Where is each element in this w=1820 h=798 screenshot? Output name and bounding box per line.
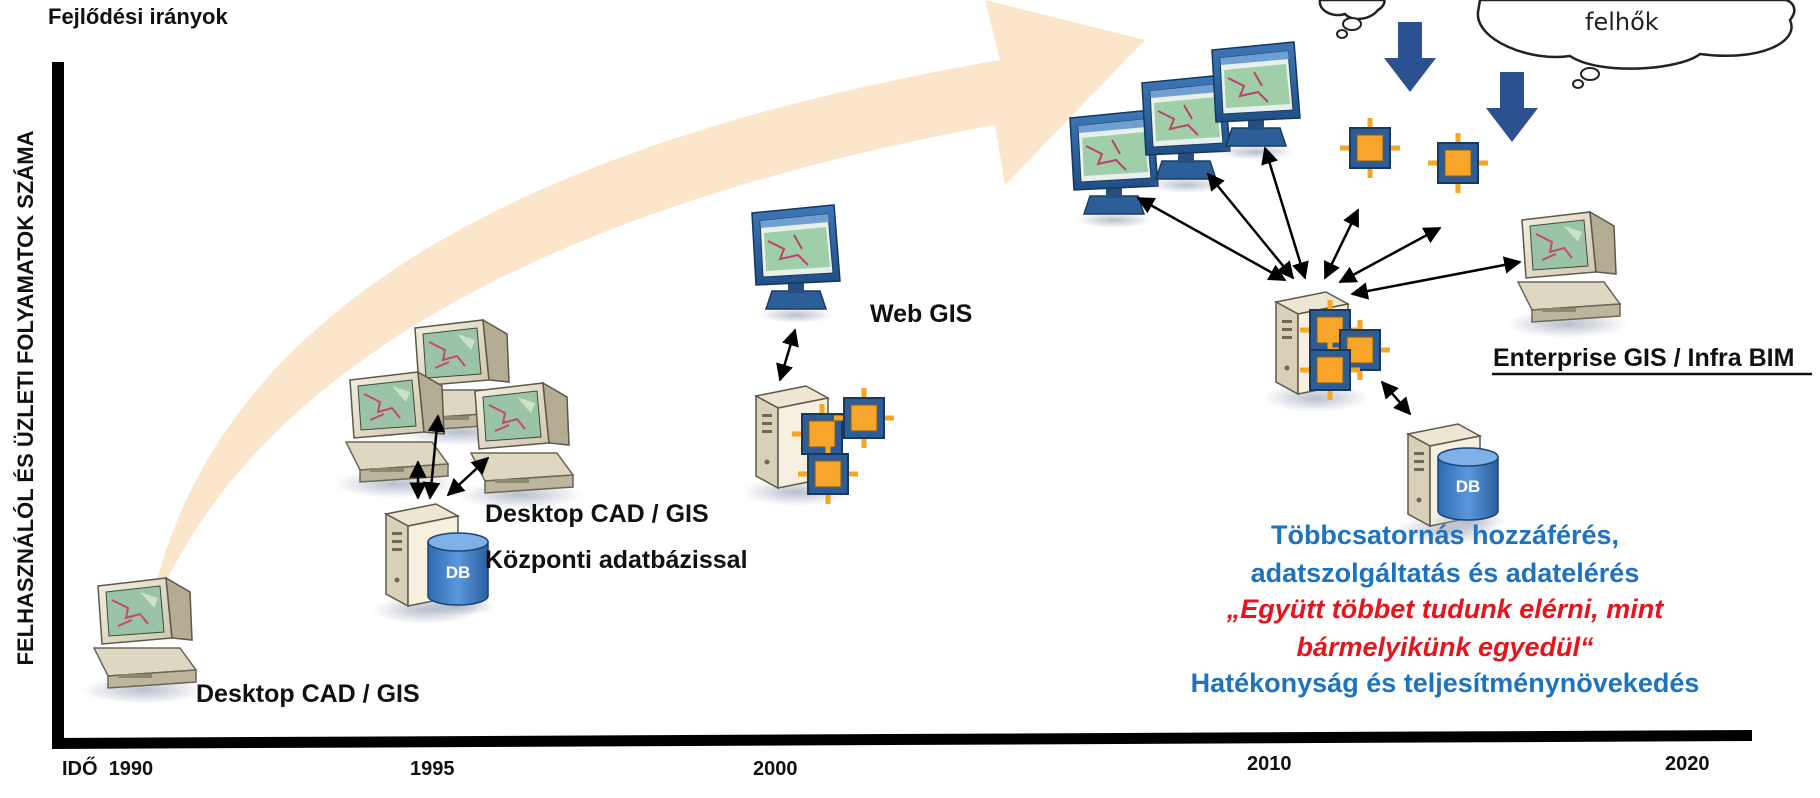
benefit-line-2: adatszolgáltatás és adatelérés	[1250, 558, 1640, 588]
stage-enterprise-label: Enterprise GIS / Infra BIM	[1493, 344, 1795, 372]
node-icon	[1340, 118, 1400, 178]
x-axis-label: IDŐ 1990	[62, 758, 153, 781]
x-tick-1995: 1995	[410, 758, 455, 780]
cloud-label: felhők	[1585, 8, 1659, 36]
y-axis-label: FELHASZNÁLÓL ÉS ÜZLETI FOLYAMATOK SZÁMA	[13, 130, 38, 666]
x-tick-2010: 2010	[1247, 753, 1292, 775]
y-axis-line	[52, 62, 64, 747]
stage-desktop-label: Desktop CAD / GIS	[196, 680, 420, 708]
down-arrow-1	[1384, 22, 1436, 92]
page-title: Fejlődési irányok	[48, 4, 228, 29]
stage-central-label-1: Desktop CAD / GIS	[485, 500, 709, 528]
benefit-line-1: Többcsatornás hozzáférés,	[1270, 520, 1620, 550]
node-icon	[834, 388, 894, 448]
desktop-pc-icon	[457, 382, 583, 510]
x-tick-2000: 2000	[753, 758, 798, 780]
db-label: DB	[446, 563, 471, 582]
node-icon	[1428, 133, 1488, 193]
benefit-line-3: Hatékonyság és teljesítménynövekedés	[1190, 668, 1700, 698]
node-icon	[798, 444, 858, 504]
stage-web-label: Web GIS	[870, 300, 973, 328]
quote-line-1: „Együtt többet tudunk elérni, mint	[1226, 594, 1664, 624]
quote-line-2: bármelyikünk egyedül“	[1296, 632, 1594, 662]
down-arrow-2	[1486, 72, 1538, 142]
desktop-pc-icon	[80, 577, 206, 705]
growth-arrow	[155, 0, 1145, 590]
x-tick-1990: 1990	[108, 758, 154, 780]
web-monitor-icon	[751, 204, 841, 324]
x-axis-prefix: IDŐ	[62, 758, 98, 780]
x-axis-line	[52, 730, 1752, 749]
cloud-shape	[1318, 0, 1796, 89]
stage-central-label-2: Központi adatbázissal	[485, 546, 748, 574]
x-tick-2020: 2020	[1665, 753, 1710, 775]
desktop-pc-icon	[1504, 211, 1630, 339]
db-label: DB	[1456, 477, 1481, 496]
node-icon	[1300, 340, 1360, 400]
